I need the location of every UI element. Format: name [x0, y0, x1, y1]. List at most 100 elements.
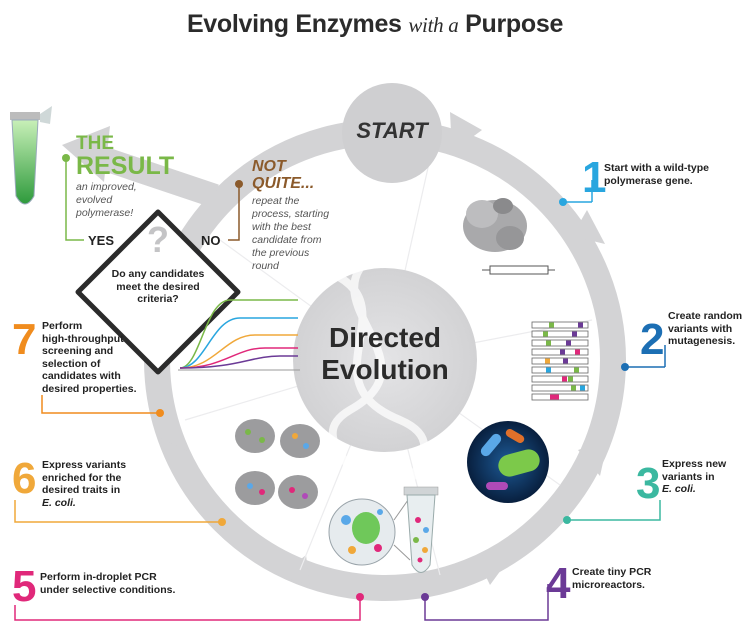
arrowhead-3: [578, 440, 608, 476]
step-line: Create tiny PCR: [572, 566, 652, 578]
page-title: Evolving Enzymes with a Purpose: [0, 10, 750, 39]
not-quite-block: NOT QUITE... repeat the process, startin…: [252, 158, 329, 273]
step-line: Perform in-droplet PCR: [40, 571, 157, 583]
not-quite-desc-6: round: [252, 260, 279, 272]
title-part-2: with a: [408, 13, 459, 37]
mutation-mark: [549, 322, 554, 328]
step-text: Perform in-droplet PCR under selective c…: [40, 571, 200, 596]
start-circle: [342, 83, 442, 183]
step-line: Start with a wild-type: [604, 162, 710, 174]
mutation-mark: [543, 331, 548, 337]
decision-line-1: Do any candidates: [111, 268, 205, 280]
step-text: Express new variants in E. coli.: [662, 458, 742, 496]
decision-diamond: [75, 209, 241, 375]
step-line: polymerase gene.: [604, 174, 693, 187]
decision-line-3: criteria?: [137, 293, 179, 305]
step-number: 5: [12, 562, 37, 611]
step-line: desired properties.: [42, 382, 137, 395]
title-part-1: Evolving Enzymes: [186, 10, 402, 38]
not-quite-desc-3: with the best: [252, 221, 311, 233]
mutation-mark: [545, 358, 550, 364]
arrowhead-6: [160, 438, 190, 470]
step-text: Express variants enriched for the desire…: [42, 459, 152, 509]
droplet-microreactor-icon: [328, 498, 411, 566]
step-text: Perform high-throughput screening and se…: [42, 320, 162, 395]
result-desc-3: polymerase!: [76, 207, 134, 219]
gene-variant-bar: [531, 339, 589, 347]
step-text: Create tiny PCR microreactors.: [572, 566, 682, 591]
step-line: Express new: [662, 458, 727, 470]
step-line: desired traits in: [42, 484, 121, 496]
gene-bar-icon: [482, 265, 555, 275]
mutation-mark: [566, 340, 571, 346]
result-the: THE: [76, 133, 114, 154]
step-line: Create random: [668, 310, 743, 322]
step-number: 1: [582, 153, 607, 202]
step-line: variants with: [668, 322, 733, 335]
mutation-mark: [546, 367, 551, 373]
leader-lines: [14, 154, 666, 621]
step-number: 4: [546, 559, 571, 608]
step-line-italic: E. coli.: [662, 483, 696, 495]
mutation-mark: [562, 376, 567, 382]
mutation-mark: [546, 340, 551, 346]
gene-variant-bar: [531, 357, 589, 365]
result-desc-1: an improved,: [76, 181, 137, 193]
gene-variant-bar: [531, 321, 589, 329]
result-tube-icon: [10, 106, 52, 205]
mutation-mark: [578, 322, 583, 328]
mutation-mark: [560, 349, 565, 355]
not-quite-desc-5: the previous: [252, 247, 310, 259]
result-desc-2: evolved: [76, 194, 113, 206]
no-label: NO: [201, 233, 221, 248]
question-mark-icon: ?: [147, 219, 169, 260]
step-line: selection of: [42, 357, 101, 370]
arrowhead-1: [450, 112, 482, 152]
mutation-mark: [572, 331, 577, 337]
mutant-gene-bars-icon: [531, 321, 589, 401]
title-part-3: Purpose: [465, 10, 564, 38]
gene-variant-bar: [531, 393, 589, 401]
not-quite-desc-4: candidate from: [252, 234, 322, 246]
gene-variant-bar: [531, 384, 589, 392]
mutation-mark: [563, 358, 568, 364]
step-line: mutagenesis.: [668, 335, 736, 347]
step-line: high-throughput: [42, 332, 124, 345]
step-line: Express variants: [42, 459, 127, 471]
yes-label: YES: [88, 233, 115, 248]
step-line: enriched for the: [42, 471, 122, 484]
mutation-mark: [568, 376, 573, 382]
screening-curves-icon: [178, 299, 300, 371]
decision-question: Do any candidates meet the desired crite…: [98, 268, 218, 306]
mutation-mark: [574, 367, 579, 373]
gene-variant-bar: [531, 375, 589, 383]
result-block: THE RESULT an improved, evolved polymera…: [76, 134, 174, 220]
not-quite-desc-2: process, starting: [252, 208, 330, 220]
step-text: Create random variants with mutagenesis.: [668, 310, 750, 348]
bacteria-icon: [467, 421, 549, 503]
gene-variant-bar: [531, 330, 589, 338]
step-number: 3: [636, 459, 661, 508]
arrowhead-4: [476, 555, 512, 585]
step-text: Start with a wild-type polymerase gene.: [604, 162, 744, 187]
step-line: screening and: [42, 345, 114, 357]
polymerase-protein-icon: [463, 198, 527, 252]
step-line: microreactors.: [572, 578, 645, 591]
step-line: under selective conditions.: [40, 583, 176, 596]
result-arrowhead: [62, 126, 110, 182]
center-circle: [293, 268, 477, 452]
not-quite-desc-1: repeat the: [252, 195, 300, 207]
center-label-line-1: Directed: [328, 322, 442, 353]
center-label: Directed Evolution: [300, 322, 470, 386]
step-line: Perform: [42, 320, 83, 332]
enriched-variants-proteins-icon: [235, 419, 320, 509]
step-line: candidates with: [42, 370, 121, 382]
mutation-mark: [550, 394, 555, 400]
mutation-mark: [580, 385, 585, 391]
center-label-line-2: Evolution: [321, 354, 449, 385]
not-quite-line-2: QUITE...: [252, 175, 315, 192]
step-number: 7: [12, 315, 37, 364]
step-line: variants in: [662, 470, 715, 483]
